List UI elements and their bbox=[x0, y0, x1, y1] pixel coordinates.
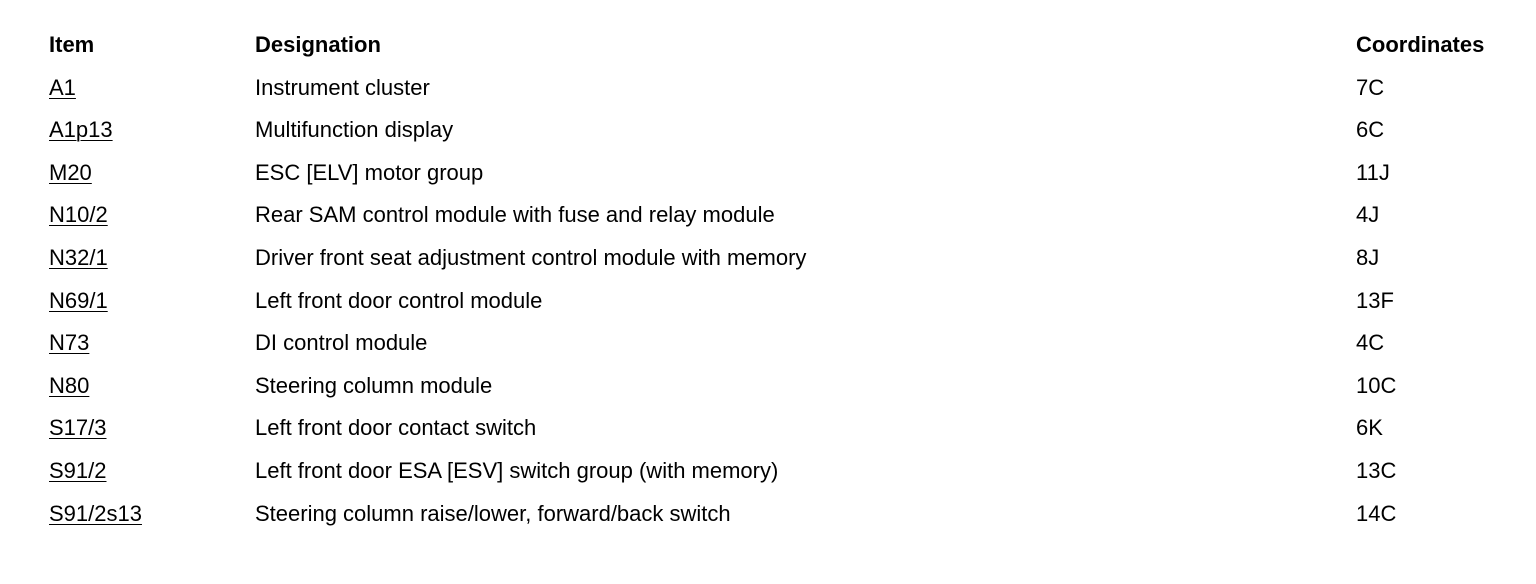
coordinates-cell: 6K bbox=[1356, 415, 1383, 441]
item-link[interactable]: N80 bbox=[49, 372, 90, 398]
table-row: M20 ESC [ELV] motor group 11J bbox=[49, 154, 1519, 197]
item-link[interactable]: N73 bbox=[49, 330, 90, 356]
table-row: A1p13 Multifunction display 6C bbox=[49, 111, 1519, 154]
table-row: N80 Steering column module 10C bbox=[49, 367, 1519, 410]
item-link[interactable]: N69/1 bbox=[49, 287, 108, 313]
coordinates-cell: 7C bbox=[1356, 74, 1385, 100]
table-row: N10/2 Rear SAM control module with fuse … bbox=[49, 196, 1519, 239]
designation-cell: Left front door contact switch bbox=[255, 415, 537, 441]
designation-cell: Multifunction display bbox=[255, 117, 454, 143]
designation-cell: Driver front seat adjustment control mod… bbox=[255, 244, 807, 270]
designation-cell: Instrument cluster bbox=[255, 74, 430, 100]
coordinates-cell: 8J bbox=[1356, 244, 1380, 270]
item-link[interactable]: A1p13 bbox=[49, 117, 113, 143]
designation-cell: Steering column raise/lower, forward/bac… bbox=[255, 500, 731, 526]
designation-column-header: Designation bbox=[255, 32, 381, 57]
item-link[interactable]: S91/2s13 bbox=[49, 500, 142, 526]
coordinates-cell: 13F bbox=[1356, 287, 1394, 313]
coordinates-cell: 13C bbox=[1356, 457, 1397, 483]
table-row: N32/1 Driver front seat adjustment contr… bbox=[49, 239, 1519, 282]
designation-cell: DI control module bbox=[255, 330, 428, 356]
table-row: S91/2s13 Steering column raise/lower, fo… bbox=[49, 495, 1519, 538]
item-link[interactable]: S17/3 bbox=[49, 415, 107, 441]
table-row: N69/1 Left front door control module 13F bbox=[49, 282, 1519, 325]
coordinates-cell: 14C bbox=[1356, 500, 1397, 526]
item-link[interactable]: S91/2 bbox=[49, 457, 107, 483]
coordinates-column-header: Coordinates bbox=[1356, 32, 1485, 57]
designation-cell: Rear SAM control module with fuse and re… bbox=[255, 202, 775, 228]
designation-cell: Left front door control module bbox=[255, 287, 543, 313]
item-link[interactable]: N32/1 bbox=[49, 244, 108, 270]
coordinates-cell: 11J bbox=[1356, 159, 1390, 185]
table-row: A1 Instrument cluster 7C bbox=[49, 69, 1519, 112]
designation-cell: ESC [ELV] motor group bbox=[255, 159, 484, 185]
table-row: N73 DI control module 4C bbox=[49, 324, 1519, 367]
item-link[interactable]: M20 bbox=[49, 159, 92, 185]
coordinates-cell: 4J bbox=[1356, 202, 1380, 228]
item-link[interactable]: N10/2 bbox=[49, 202, 108, 228]
coordinates-cell: 4C bbox=[1356, 330, 1385, 356]
table-row: S91/2 Left front door ESA [ESV] switch g… bbox=[49, 452, 1519, 495]
table-header-row: Item Designation Coordinates bbox=[49, 26, 1519, 69]
designation-cell: Left front door ESA [ESV] switch group (… bbox=[255, 457, 779, 483]
component-legend-table: Item Designation Coordinates A1 Instrume… bbox=[49, 26, 1519, 537]
item-link[interactable]: A1 bbox=[49, 74, 76, 100]
table-row: S17/3 Left front door contact switch 6K bbox=[49, 409, 1519, 452]
designation-cell: Steering column module bbox=[255, 372, 493, 398]
item-column-header: Item bbox=[49, 32, 95, 57]
coordinates-cell: 10C bbox=[1356, 372, 1397, 398]
coordinates-cell: 6C bbox=[1356, 117, 1385, 143]
